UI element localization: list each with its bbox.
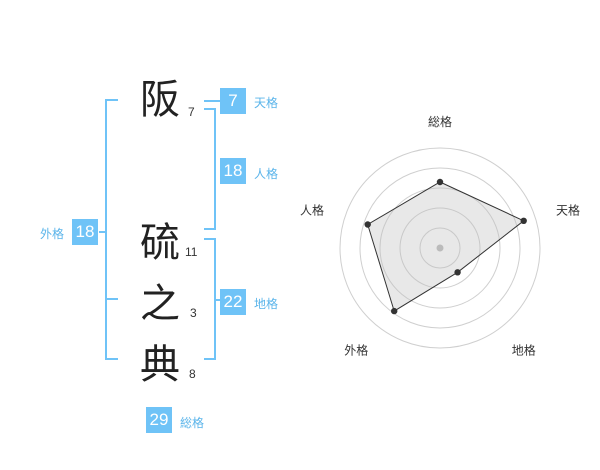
jinkaku-bracket-top (204, 108, 216, 110)
soukaku-value: 29 (146, 407, 172, 433)
stroke-count-3: 3 (190, 306, 197, 320)
gaikaku-value: 18 (72, 219, 98, 245)
chikaku-label: 地格 (254, 297, 279, 311)
tenkaku-label: 天格 (254, 96, 279, 110)
stroke-count-2: 11 (185, 245, 198, 259)
gaikaku-bracket-bottom (105, 358, 118, 360)
gaikaku-bracket-vertical (105, 99, 107, 360)
tenkaku-connector (204, 100, 220, 102)
stroke-count-1: 7 (188, 105, 195, 119)
tenkaku-value: 7 (220, 88, 246, 114)
jinkaku-label: 人格 (254, 167, 279, 181)
radar-point-5 (364, 221, 371, 228)
radar-center-dot (436, 244, 444, 252)
radar-axis-label-3: 地格 (512, 343, 536, 358)
radar-ring-5 (419, 227, 461, 269)
jinkaku-bracket-vertical (214, 108, 216, 230)
soukaku-label: 総格 (180, 416, 205, 430)
chikaku-value: 22 (220, 289, 246, 315)
gaikaku-connector (99, 231, 107, 233)
jinkaku-bracket-bottom (204, 228, 216, 230)
chikaku-bracket-top (204, 238, 216, 240)
radar-axis-label-4: 外格 (344, 343, 368, 358)
name-char-1: 阪 (140, 77, 180, 123)
stroke-count-4: 8 (189, 367, 196, 381)
radar-point-1 (436, 178, 444, 186)
chikaku-connector (214, 299, 220, 301)
radar-axis-label-2: 天格 (556, 202, 580, 217)
radar-ring-4 (399, 207, 481, 289)
gaikaku-bracket-top (105, 99, 118, 101)
gaikaku-label: 外格 (40, 227, 65, 241)
radar-point-3 (454, 269, 461, 276)
radar-series-area (367, 181, 525, 312)
jinkaku-value: 18 (220, 158, 246, 184)
radar-ring-1 (339, 147, 541, 349)
radar-ring-2 (359, 167, 521, 329)
radar-point-4 (391, 307, 398, 315)
radar-axis-label-5: 人格 (300, 202, 324, 217)
name-char-2: 硫 (140, 220, 180, 266)
name-char-3: 之 (140, 281, 180, 327)
radar-axis-label-1: 総格 (428, 114, 452, 129)
chikaku-bracket-bottom (204, 358, 216, 360)
radar-point-2 (520, 217, 527, 224)
name-char-4: 典 (140, 342, 180, 388)
gaikaku-bracket-mid (105, 298, 118, 300)
radar-ring-3 (379, 187, 501, 309)
